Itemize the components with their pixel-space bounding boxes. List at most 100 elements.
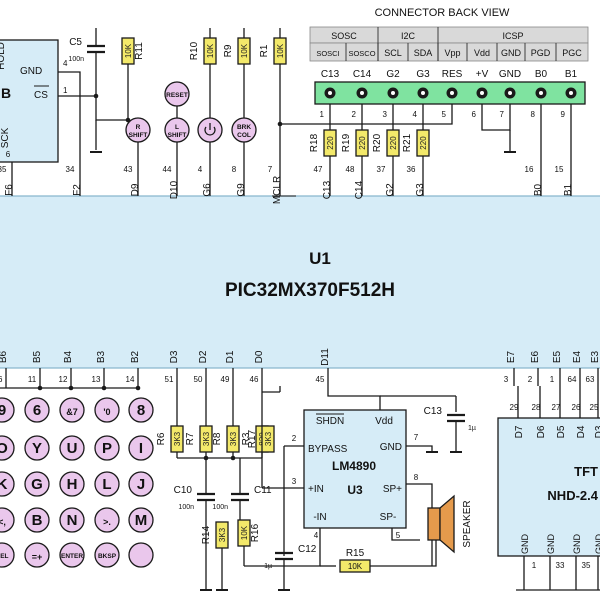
mcu-pin-number: 36 bbox=[407, 165, 416, 174]
tft-pin-number: 35 bbox=[582, 561, 591, 570]
connector-pin-hole bbox=[360, 91, 364, 95]
keypad-key-label: M bbox=[135, 512, 148, 529]
wire-f2 bbox=[58, 71, 81, 196]
wire bbox=[58, 95, 128, 121]
resistor-value: 3K3 bbox=[173, 431, 182, 446]
mcu-pin-name: D2 bbox=[198, 350, 209, 363]
keypad-key-label: G bbox=[31, 476, 43, 493]
mcu-pin-number: 1 bbox=[550, 375, 555, 384]
tft-pin-label: D4 bbox=[576, 425, 587, 438]
resistor-ref: R21 bbox=[402, 133, 413, 152]
connector-title: CONNECTOR BACK VIEW bbox=[375, 7, 510, 19]
tft-pin-label: D7 bbox=[514, 425, 525, 438]
mcu-pin-number: 44 bbox=[163, 165, 172, 174]
resistor-ref: R6 bbox=[156, 432, 167, 445]
keypad-key bbox=[94, 397, 120, 423]
button-label: L bbox=[175, 124, 179, 131]
keypad-key-label: B bbox=[32, 512, 43, 529]
amp-pin-number: 3 bbox=[292, 477, 297, 486]
amp-pin-label: SP- bbox=[380, 512, 397, 523]
resistor-ref: R20 bbox=[372, 133, 383, 152]
resistor-ref: R9 bbox=[223, 44, 234, 57]
amp-pin-label: +IN bbox=[308, 484, 324, 495]
keypad-key bbox=[0, 542, 15, 568]
connector-pin-label: +V bbox=[476, 69, 489, 80]
capacitor-ref: C12 bbox=[298, 544, 317, 555]
keypad-key-label: =+ bbox=[32, 552, 43, 562]
resistor-ref: R19 bbox=[341, 133, 352, 152]
keypad-key-label: H bbox=[67, 476, 78, 493]
amp-pin-label: GND bbox=[380, 442, 402, 453]
tft-pin-number: 26 bbox=[572, 403, 581, 412]
connector-pin-number: 5 bbox=[442, 110, 447, 119]
connector-function-label: PGD bbox=[531, 48, 551, 58]
power-icon bbox=[204, 126, 216, 136]
capacitor-ref: C10 bbox=[174, 485, 193, 496]
keypad-key bbox=[59, 435, 85, 461]
resistor-ref: R17 bbox=[247, 429, 258, 448]
button-label: COL bbox=[237, 132, 251, 139]
keypad-key bbox=[94, 471, 120, 497]
mcu-pin-name: D0 bbox=[254, 350, 265, 363]
mcu-pin-name: E6 bbox=[530, 350, 541, 363]
junction-dot bbox=[230, 455, 236, 461]
mcu-pin-number: 45 bbox=[316, 375, 325, 384]
resistor-r17 bbox=[261, 425, 275, 453]
connector-pin-number: 3 bbox=[383, 110, 388, 119]
connector-pin-number: 1 bbox=[320, 110, 325, 119]
tft-pin-number: 33 bbox=[556, 561, 565, 570]
mcu-pin-name: B1 bbox=[563, 183, 574, 196]
connector-pin-hole bbox=[391, 91, 395, 95]
mcu-u1 bbox=[0, 195, 600, 369]
resistor-value: 10K bbox=[348, 562, 363, 571]
keypad-key-label: '0 bbox=[103, 407, 110, 417]
wire bbox=[370, 540, 437, 567]
mcu-pin-number: 11 bbox=[28, 375, 37, 384]
resistor-value: 10K bbox=[206, 43, 215, 58]
connector-pin-hole bbox=[539, 91, 543, 95]
mcu-pin-name: E5 bbox=[552, 350, 563, 363]
mcu-pin-name: C13 bbox=[322, 180, 333, 199]
capacitor-value: 100n bbox=[178, 504, 194, 511]
connector-pin-hole bbox=[480, 91, 484, 95]
mcu-pin-name: D9 bbox=[130, 183, 141, 196]
mcu-pin-name: B2 bbox=[130, 350, 141, 363]
keypad-key-label: ENTER bbox=[61, 553, 83, 560]
mcu-pin-number: 49 bbox=[221, 375, 230, 384]
keypad-key-label: U bbox=[67, 440, 78, 457]
resistor-ref: R15 bbox=[346, 548, 365, 559]
keypad-key-label: DEL bbox=[0, 553, 9, 560]
amp-pin-label: SHDN bbox=[316, 416, 344, 427]
mcu-pin-name: F2 bbox=[72, 184, 83, 196]
mcu-pin-number: 34 bbox=[66, 165, 75, 174]
keypad-key bbox=[94, 542, 120, 568]
tft-pin-number: 1 bbox=[532, 561, 537, 570]
mcu-pin-number: 50 bbox=[194, 375, 203, 384]
wire bbox=[391, 528, 420, 541]
keypad-key-label: BKSP bbox=[98, 553, 117, 560]
flash-pin-number: 4 bbox=[63, 59, 68, 68]
connector-pin-number: 7 bbox=[500, 110, 505, 119]
capacitor-value: 100n bbox=[68, 56, 84, 63]
junction-dot bbox=[135, 385, 141, 391]
flash-pin-label: GND bbox=[20, 66, 42, 77]
resistor-ref: R18 bbox=[309, 133, 320, 152]
mcu-pin-name: MCLR bbox=[272, 176, 283, 204]
mcu-pin-number: 26 bbox=[0, 375, 3, 384]
keypad-key-label: O bbox=[0, 440, 8, 457]
mcu-pin-name: B5 bbox=[32, 350, 43, 363]
connector-pin-number: 2 bbox=[352, 110, 357, 119]
connector-function-label: Vdd bbox=[474, 48, 490, 58]
keypad-key bbox=[0, 435, 15, 461]
connector-pin-label: RES bbox=[442, 69, 463, 80]
mcu-pin-name: F6 bbox=[4, 184, 15, 196]
capacitor-value: 1µ bbox=[468, 425, 476, 432]
tft-pin-label: D5 bbox=[556, 425, 567, 438]
connector-function-label: SCL bbox=[384, 48, 402, 58]
wire bbox=[406, 483, 433, 500]
mcu-pin-number: 15 bbox=[555, 165, 564, 174]
resistor-value: 220 bbox=[326, 136, 335, 150]
keypad-key bbox=[0, 397, 15, 423]
amp-pin-label: SP+ bbox=[383, 484, 402, 495]
connector-pin-hole bbox=[450, 91, 454, 95]
